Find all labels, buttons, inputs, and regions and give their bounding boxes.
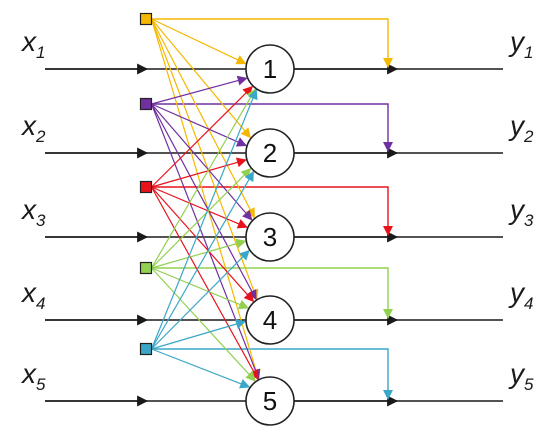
neuron-node-4 <box>245 295 295 345</box>
neuron-label-3: 3 <box>263 222 277 252</box>
connection-d4-n4 <box>151 267 250 310</box>
connection-d1-n2 <box>151 18 251 139</box>
connection-d3-n4 <box>151 186 255 303</box>
output-label-y1: y1 <box>508 26 533 62</box>
feedback-path-1 <box>151 18 393 68</box>
input-label-x4: x4 <box>20 277 45 313</box>
connection-d3-n2 <box>151 157 247 188</box>
feedback-path-5 <box>151 348 393 400</box>
connection-d5-n1 <box>150 88 258 350</box>
input-label-x1: x1 <box>20 26 45 62</box>
connection-d1-n5 <box>150 18 261 380</box>
delay-unit-2 <box>139 97 153 111</box>
input-label-x2: x2 <box>20 110 46 146</box>
connection-d2-n5 <box>150 103 261 380</box>
input-label-x3: x3 <box>20 194 46 230</box>
neuron-label-4: 4 <box>263 305 277 335</box>
connection-d4-n1 <box>150 88 256 269</box>
neuron-node-1 <box>245 44 295 94</box>
connection-d3-n5 <box>150 186 259 381</box>
connection-d3-n3 <box>151 186 248 229</box>
connection-d5-n4 <box>151 319 247 350</box>
output-label-y3: y3 <box>508 194 534 230</box>
feedback-lines <box>151 18 393 400</box>
feedback-path-4 <box>151 267 393 319</box>
delay-unit-4 <box>139 261 153 275</box>
feedback-path-2 <box>151 103 393 152</box>
output-label-y5: y5 <box>508 358 534 394</box>
connection-d5-n5 <box>151 348 251 389</box>
connection-d2-n2 <box>151 103 248 147</box>
output-label-y4: y4 <box>508 277 533 313</box>
connection-d4-n2 <box>151 168 252 269</box>
feedback-path-3 <box>151 186 393 236</box>
neuron-nodes: 1 2 3 4 5 <box>245 44 295 426</box>
neuron-label-1: 1 <box>263 54 277 84</box>
input-label-x5: x5 <box>20 358 46 394</box>
connection-d5-n2 <box>150 170 254 350</box>
connection-d2-n1 <box>151 75 248 105</box>
connection-d4-n3 <box>151 238 247 269</box>
connection-d2-n3 <box>151 103 253 221</box>
connection-d3-n1 <box>151 85 253 188</box>
connection-d2-n4 <box>150 103 257 301</box>
neuron-label-2: 2 <box>263 138 277 168</box>
connection-d1-n1 <box>151 18 247 65</box>
output-label-y2: y2 <box>508 110 534 146</box>
neuron-label-5: 5 <box>263 386 277 416</box>
neuron-node-5 <box>245 376 295 426</box>
delay-units <box>139 12 153 356</box>
neuron-node-2 <box>245 128 295 178</box>
delay-unit-1 <box>139 12 153 26</box>
connection-d1-n3 <box>150 18 255 219</box>
delay-unit-5 <box>139 342 153 356</box>
cross-connections <box>150 18 261 389</box>
neuron-node-3 <box>245 212 295 262</box>
connection-d4-n5 <box>151 267 256 382</box>
signal-lines <box>45 63 503 407</box>
delay-unit-3 <box>139 180 153 194</box>
connection-d5-n3 <box>151 249 250 350</box>
io-labels: x1 y1 x2 y2 x3 y3 x4 y4 x5 y5 <box>20 26 534 394</box>
